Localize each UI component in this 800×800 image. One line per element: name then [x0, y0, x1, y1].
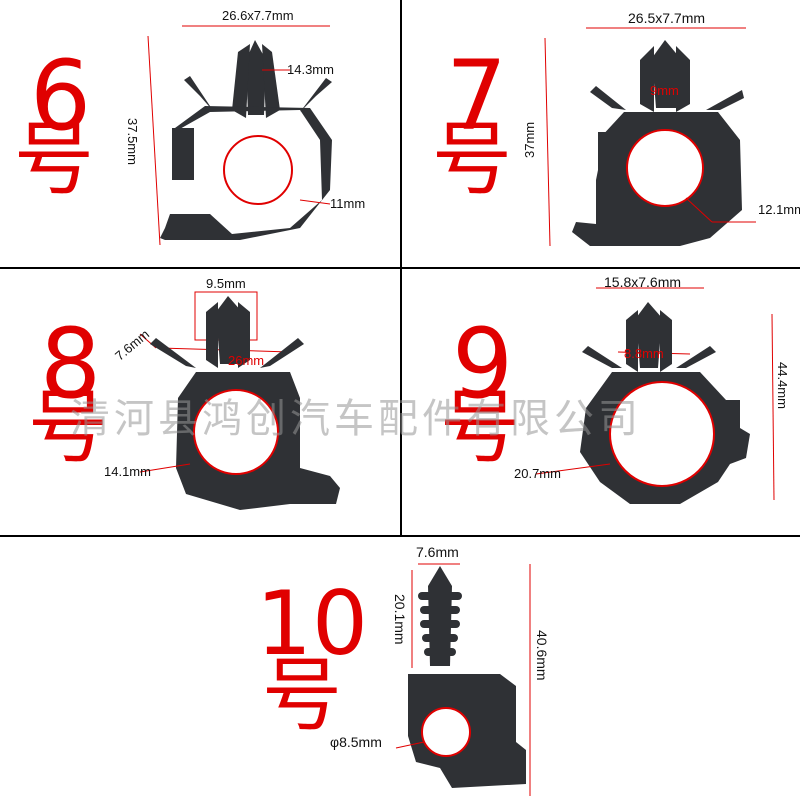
model-number-10: 10: [256, 572, 368, 675]
model-suffix-9: 号: [440, 381, 520, 474]
company-watermark: 清河县鸿创汽车配件有限公司: [70, 396, 642, 442]
dim-ring-7: 12.1mm: [758, 202, 800, 217]
dim-stem-10: 20.1mm: [392, 594, 408, 645]
dim-top-6: 26.6x7.7mm: [222, 8, 294, 23]
model-suffix-10: 号: [262, 649, 342, 742]
model-suffix-6: 号: [14, 113, 94, 206]
dim-head-8: 9.5mm: [206, 276, 246, 291]
horizontal-divider-2: [0, 535, 800, 537]
dim-head-7: 9mm: [650, 83, 679, 98]
clip-image-9: [535, 287, 775, 504]
dim-top-7: 26.5x7.7mm: [628, 10, 706, 26]
dim-top-10: 7.6mm: [416, 544, 459, 560]
dim-ring-6: 11mm: [330, 196, 366, 211]
dim-height-6: 37.5mm: [125, 118, 140, 165]
model-suffix-7: 号: [432, 113, 512, 206]
dim-height-7: 37mm: [522, 121, 537, 158]
model-number-8: 8: [40, 308, 102, 420]
dim-head-6: 14.3mm: [287, 62, 334, 77]
dim-height-10: 40.6mm: [534, 630, 550, 681]
clip-image-6: [147, 25, 332, 246]
dim-head-9: 8.8mm: [624, 346, 664, 361]
clip-image-10: [395, 563, 531, 796]
clip-image-8: [139, 291, 340, 510]
dim-ring-9: 20.7mm: [514, 466, 561, 481]
model-number-7: 7: [446, 40, 508, 152]
clip-image-7: [544, 27, 756, 247]
dim-height-9: 44.4mm: [775, 362, 790, 409]
dim-ring-8: 14.1mm: [104, 464, 151, 479]
model-number-9: 9: [452, 308, 514, 420]
dim-top-9: 15.8x7.6mm: [604, 274, 682, 290]
model-suffix-8: 号: [28, 381, 108, 474]
dim-span-8: 26mm: [228, 353, 265, 368]
dim-ring-10: φ8.5mm: [330, 734, 382, 750]
vertical-divider-top: [400, 0, 402, 268]
model-number-6: 6: [30, 40, 92, 152]
vertical-divider-middle: [400, 268, 402, 536]
